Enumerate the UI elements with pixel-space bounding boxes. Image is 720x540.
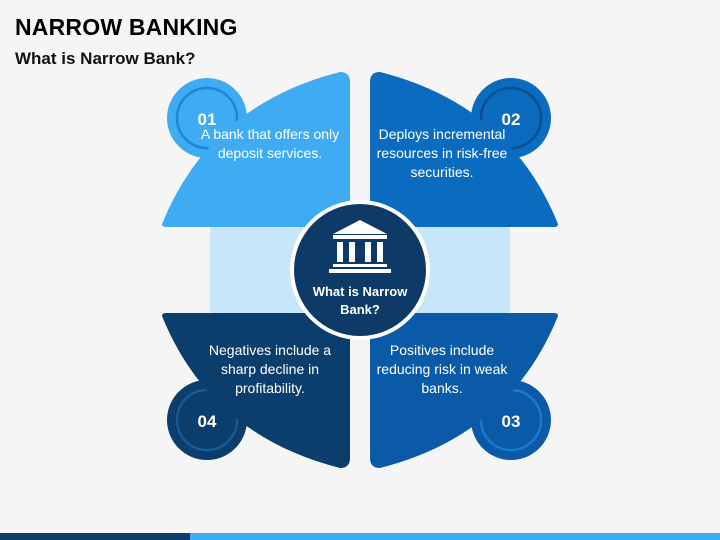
quadrant-04-shape [162, 313, 350, 468]
quadrant-03-shape [370, 313, 558, 468]
quadrant-03-text: Positives include reducing risk in weak … [376, 342, 508, 396]
page-subtitle: What is Narrow Bank? [15, 49, 196, 68]
quadrant-01-number: 01 [198, 110, 217, 129]
bank-building-icon [329, 220, 391, 273]
quadrant-04 [162, 313, 350, 468]
quadrant-04-text: Negatives include a sharp decline in pro… [208, 342, 332, 396]
center-label: What is Narrow Bank? [312, 284, 408, 317]
center-hub [290, 200, 430, 340]
bottom-accent-bar [0, 533, 720, 540]
quadrant-02-number: 02 [502, 110, 521, 129]
quadrant-02 [370, 72, 558, 227]
bottom-bar-dark-segment [0, 533, 190, 540]
page-title: NARROW BANKING [15, 14, 238, 40]
quadrant-01-shape [162, 72, 350, 227]
quadrant-01-text: A bank that offers only deposit services… [200, 126, 340, 161]
quadrant-03 [370, 313, 558, 468]
quadrant-02-text: Deploys incremental resources in risk-fr… [376, 126, 508, 180]
quadrant-02-shape [370, 72, 558, 227]
bottom-bar-light-segment [190, 533, 720, 540]
quadrant-01-number-ring-inner [175, 86, 239, 150]
quadrant-03-number: 03 [502, 412, 521, 431]
quadrant-01 [162, 72, 350, 227]
quadrant-04-number: 04 [198, 412, 217, 431]
